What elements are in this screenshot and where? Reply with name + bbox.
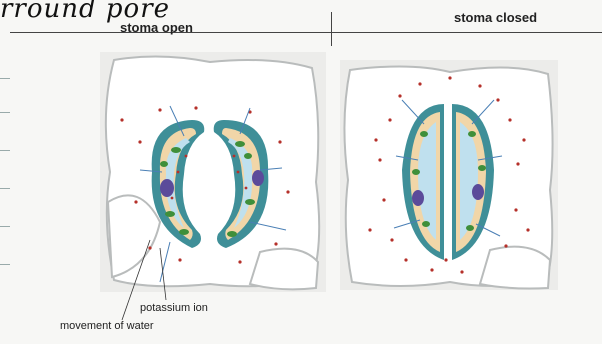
potassium-ion-label: potassium ion <box>140 302 208 314</box>
water-movement-label: movement of water <box>60 320 154 332</box>
